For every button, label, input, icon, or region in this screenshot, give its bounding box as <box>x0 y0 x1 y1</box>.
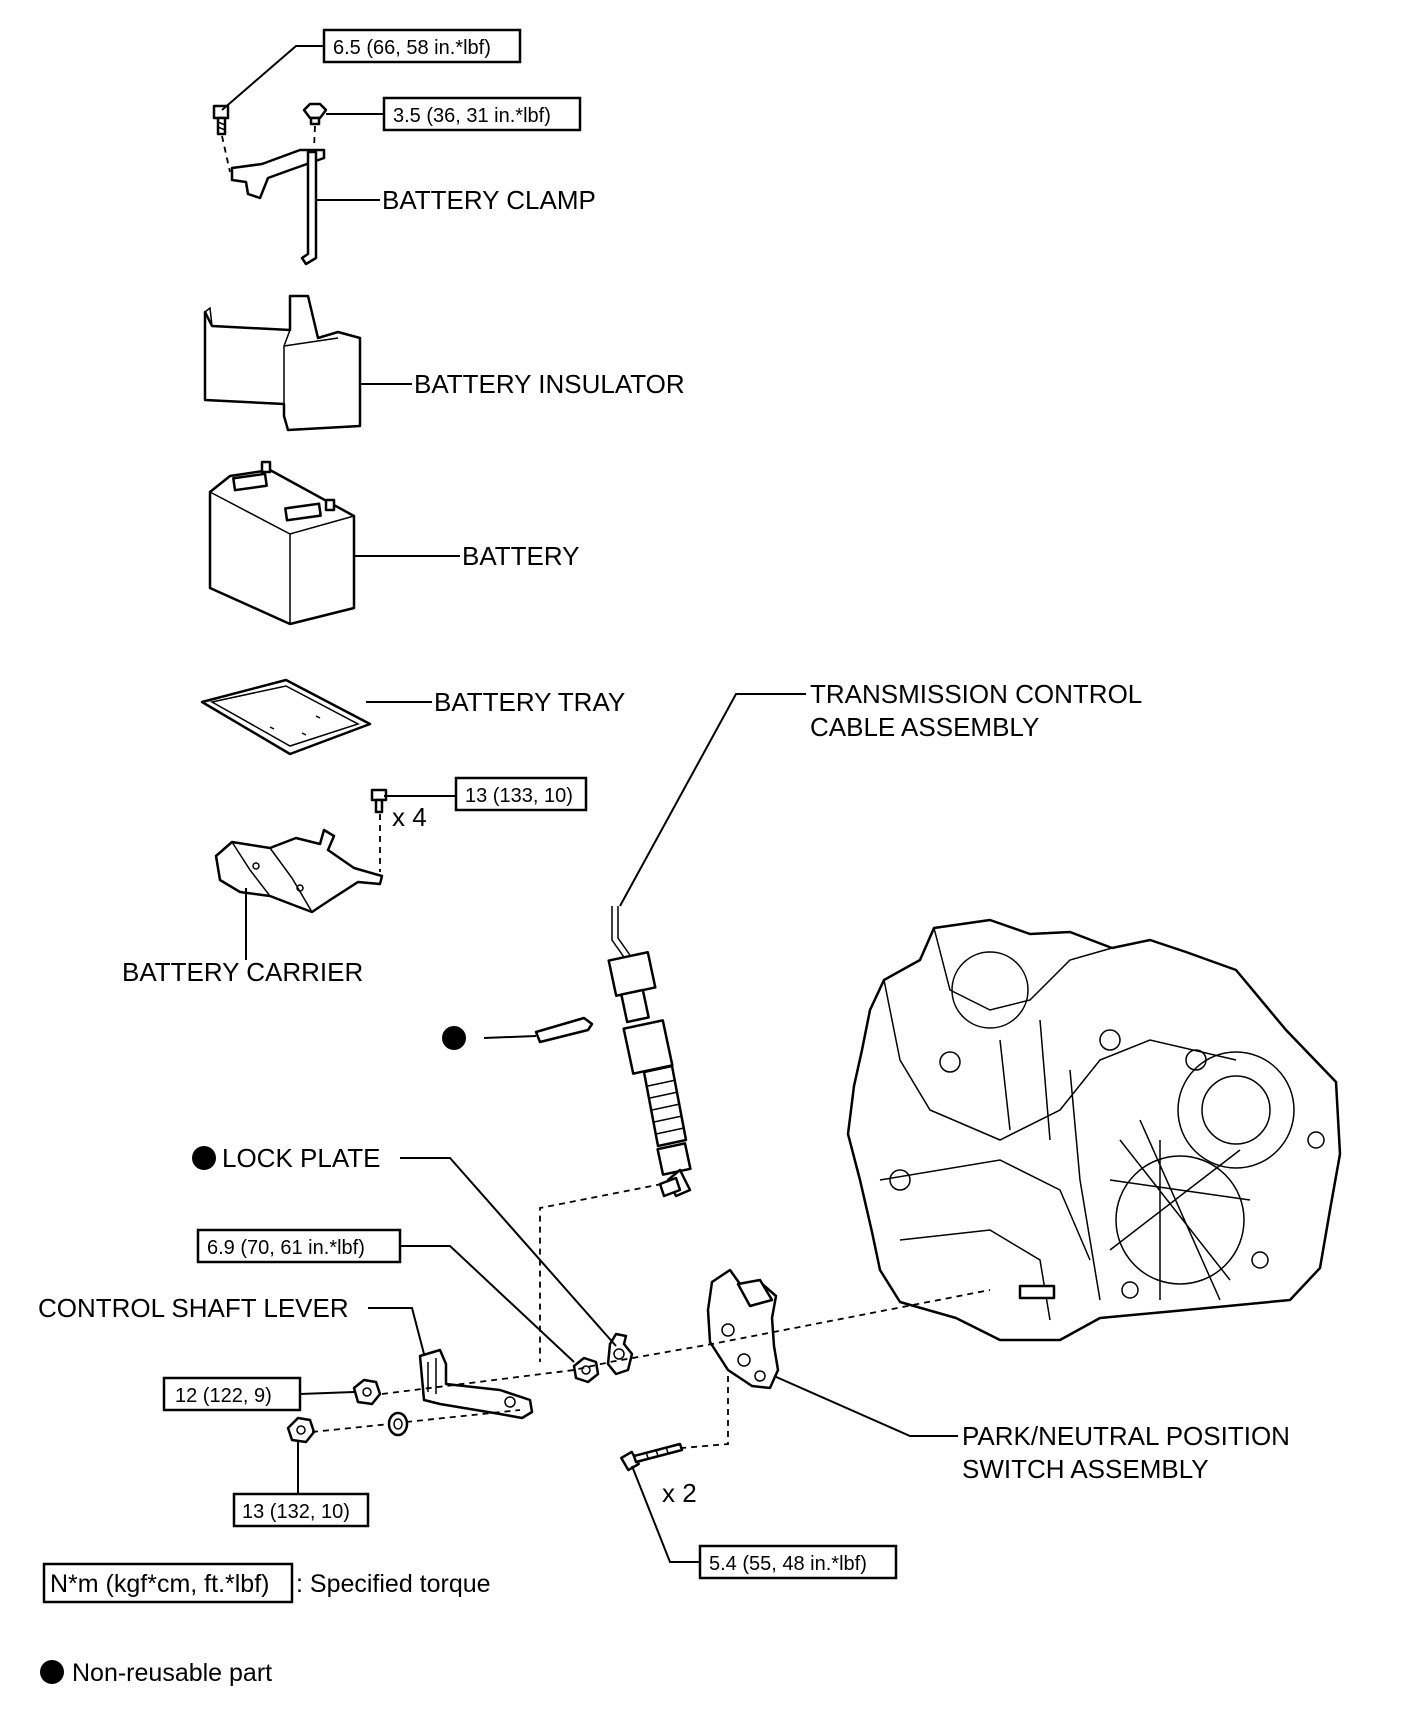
legend-torque-box <box>42 1562 294 1604</box>
svg-text:13 (132, 10): 13 (132, 10) <box>242 1501 350 1523</box>
torque-switch-bolt: 5.4 (55, 48 in.*lbf) <box>698 1544 898 1580</box>
battery-carrier-part <box>214 828 384 914</box>
nonreusable-marker-lock-plate <box>192 1146 216 1170</box>
transmission-control-cable-part <box>607 906 692 1198</box>
transaxle-part <box>846 918 1342 1342</box>
battery-clamp-part <box>230 148 326 266</box>
cable-clip-part <box>534 1016 594 1044</box>
label-transmission-control-line1: TRANSMISSION CONTROL <box>810 679 1142 709</box>
label-lock-plate: LOCK PLATE <box>222 1143 380 1173</box>
legend-nonreusable-dot <box>40 1660 64 1684</box>
label-qty-carrier-bolts: x 4 <box>392 802 427 832</box>
lever-nut-left <box>352 1378 382 1406</box>
svg-text:6.5 (66, 58 in.*lbf): 6.5 (66, 58 in.*lbf) <box>333 37 491 59</box>
clamp-bolt <box>212 104 230 136</box>
svg-text:5.4 (55, 48 in.*lbf): 5.4 (55, 48 in.*lbf) <box>709 1553 867 1575</box>
svg-text:12 (122, 9): 12 (122, 9) <box>175 1385 272 1407</box>
torque-clamp-nut: 3.5 (36, 31 in.*lbf) <box>382 96 582 132</box>
torque-lever-nut-lower: 13 (132, 10) <box>232 1492 370 1528</box>
clamp-nut <box>302 102 328 126</box>
legend-torque-box-text: N*m (kgf*cm, ft.*lbf) <box>50 1570 269 1598</box>
lever-nut-lower <box>286 1416 316 1444</box>
switch-bolt <box>620 1442 684 1472</box>
pnp-switch-part <box>706 1268 780 1390</box>
svg-text:13 (133, 10): 13 (133, 10) <box>465 785 573 807</box>
battery-tray-part <box>200 678 372 756</box>
lever-washer <box>387 1411 409 1437</box>
label-battery-carrier: BATTERY CARRIER <box>122 957 363 987</box>
legend-torque-text: : Specified torque <box>296 1570 491 1598</box>
carrier-bolt <box>370 788 388 814</box>
nonreusable-marker-clip <box>442 1026 466 1050</box>
label-battery-clamp: BATTERY CLAMP <box>382 185 596 215</box>
legend: N*m (kgf*cm, ft.*lbf) : Specified torque… <box>40 1562 491 1687</box>
label-control-shaft-lever: CONTROL SHAFT LEVER <box>38 1293 349 1323</box>
label-battery-insulator: BATTERY INSULATOR <box>414 369 685 399</box>
torque-lever-nut-left: 12 (122, 9) <box>162 1376 302 1412</box>
torque-carrier-bolt: 13 (133, 10) <box>454 776 588 812</box>
svg-text:3.5 (36, 31 in.*lbf): 3.5 (36, 31 in.*lbf) <box>393 105 551 127</box>
label-transmission-control-line2: CABLE ASSEMBLY <box>810 712 1039 742</box>
label-qty-switch-bolts: x 2 <box>662 1478 697 1508</box>
control-shaft-lever-part <box>418 1348 534 1420</box>
torque-lever-nut-upper: 6.9 (70, 61 in.*lbf) <box>196 1228 402 1264</box>
battery-part <box>208 460 356 626</box>
label-battery-tray: BATTERY TRAY <box>434 687 625 717</box>
torque-clamp-bolt: 6.5 (66, 58 in.*lbf) <box>322 28 522 64</box>
label-pnp-switch-line1: PARK/NEUTRAL POSITION <box>962 1421 1290 1451</box>
battery-insulator-part <box>203 294 362 432</box>
label-pnp-switch-line2: SWITCH ASSEMBLY <box>962 1454 1209 1484</box>
svg-text:6.9 (70, 61 in.*lbf): 6.9 (70, 61 in.*lbf) <box>207 1237 365 1259</box>
lever-nut-upper <box>572 1356 600 1384</box>
label-battery: BATTERY <box>462 541 580 571</box>
legend-nonreusable-text: Non-reusable part <box>72 1659 272 1687</box>
